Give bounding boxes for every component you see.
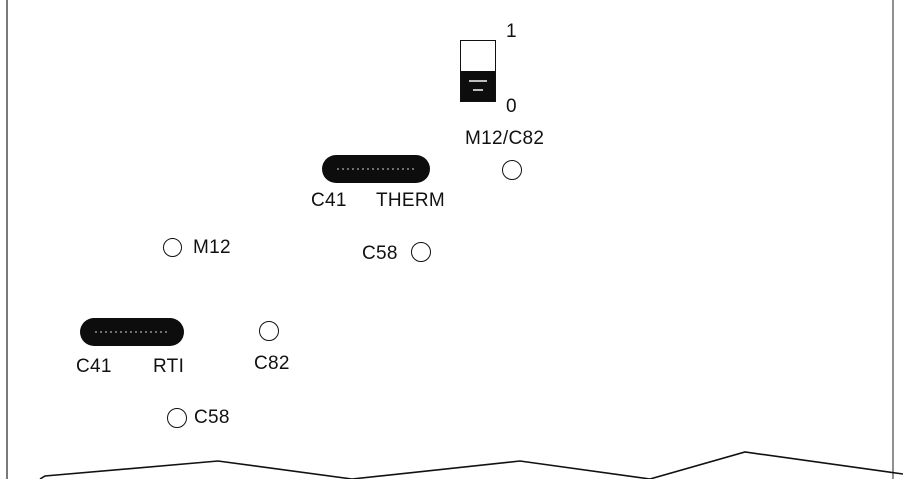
switch-off-label: 0 <box>506 96 517 117</box>
therm-label: THERM <box>376 190 446 211</box>
therm-connector[interactable] <box>322 155 430 183</box>
m12-label: M12 <box>193 237 231 258</box>
m12-test-point[interactable] <box>163 238 182 257</box>
c41-therm-label: C41 <box>311 190 347 211</box>
c82-label: C82 <box>254 353 290 374</box>
m12-c82-test-point[interactable] <box>502 160 522 180</box>
c82-test-point[interactable] <box>259 321 279 341</box>
m12-c82-label: M12/C82 <box>465 128 545 149</box>
toggle-switch[interactable] <box>460 40 496 102</box>
switch-lever[interactable] <box>461 71 495 101</box>
rti-connector[interactable] <box>80 318 184 346</box>
c58-lower-test-point[interactable] <box>167 408 187 428</box>
c58-upper-test-point[interactable] <box>411 242 431 262</box>
torn-bottom-edge <box>39 451 903 479</box>
c58-lower-label: C58 <box>194 407 230 428</box>
c58-upper-label: C58 <box>362 243 398 264</box>
rti-label: RTI <box>153 356 185 377</box>
switch-on-label: 1 <box>506 21 517 42</box>
c41-rti-label: C41 <box>76 356 112 377</box>
